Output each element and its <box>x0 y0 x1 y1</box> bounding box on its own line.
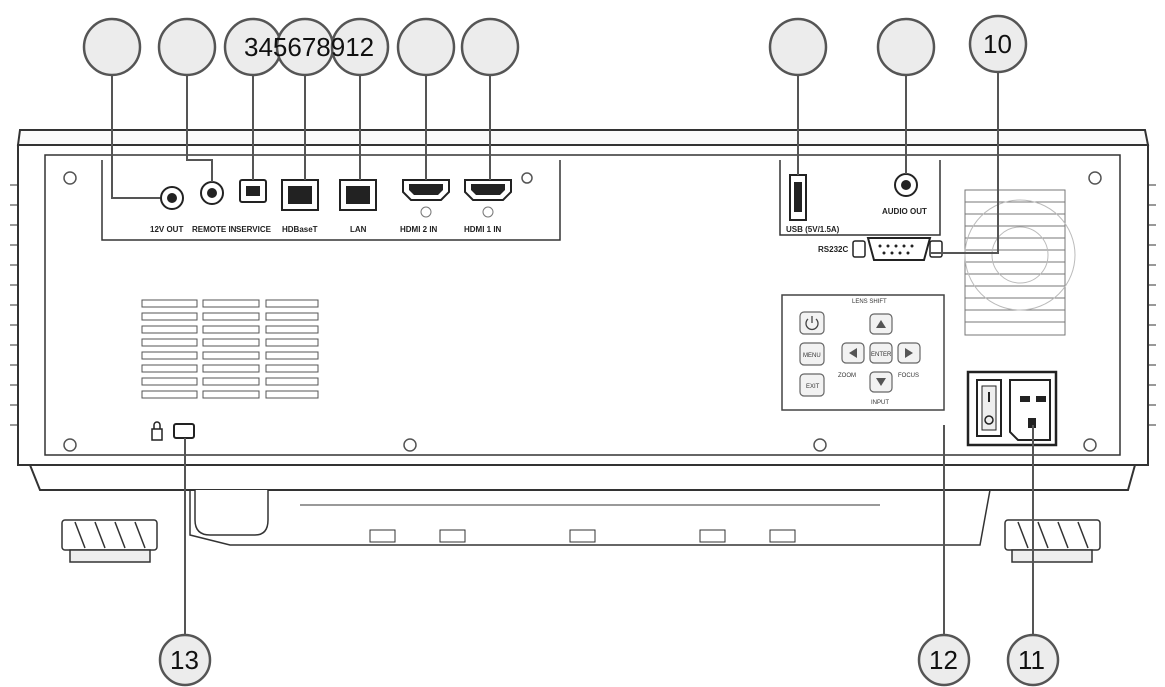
hdmi-1-label: HDMI 1 IN <box>464 225 502 234</box>
service-label: SERVICE <box>236 225 272 234</box>
enter-button[interactable]: ENTER <box>869 342 893 364</box>
foot-left <box>61 519 158 563</box>
remote-in-port[interactable] <box>200 181 224 205</box>
hdbaset-label: HDBaseT <box>282 225 318 234</box>
up-button[interactable] <box>869 313 893 335</box>
vent-slot <box>141 325 198 334</box>
zoom-label: ZOOM <box>838 373 856 379</box>
hdmi-1-port[interactable] <box>464 179 512 218</box>
usb-port[interactable] <box>789 174 807 221</box>
arrow-left-icon <box>849 348 857 358</box>
hdmi-2-port[interactable] <box>402 179 450 218</box>
power-inlet-module <box>966 370 1058 447</box>
callout-13: 13 <box>170 645 199 675</box>
vent-slot <box>141 351 198 360</box>
vent-slot <box>265 364 319 373</box>
fan-vent-right <box>964 189 1076 336</box>
12v-out-port[interactable] <box>160 186 184 210</box>
menu-button[interactable]: MENU <box>799 342 825 366</box>
exit-button[interactable]: EXIT <box>799 373 825 397</box>
vent-slot <box>141 338 198 347</box>
vent-slot <box>265 299 319 308</box>
power-icon <box>805 316 819 331</box>
vent-grille-left <box>141 299 319 399</box>
service-port[interactable] <box>239 179 267 203</box>
audio-out-label: AUDIO OUT <box>882 207 927 216</box>
arrow-down-icon <box>876 378 886 386</box>
vent-slot <box>265 325 319 334</box>
vent-slot <box>202 390 260 399</box>
usb-label: USB (5V/1.5A) <box>786 225 840 234</box>
vent-slot <box>202 338 260 347</box>
vent-slot <box>141 312 198 321</box>
vent-slot <box>202 325 260 334</box>
vent-slot <box>202 312 260 321</box>
remote-in-label: REMOTE IN <box>192 225 237 234</box>
vent-slot <box>202 351 260 360</box>
vent-slot <box>202 299 260 308</box>
center-foot <box>194 490 269 536</box>
vent-slot <box>265 338 319 347</box>
enter-label: ENTER <box>871 352 892 358</box>
right-button[interactable] <box>897 342 921 364</box>
left-button[interactable] <box>841 342 865 364</box>
control-keypad: LENS SHIFT MENU EXIT ENTER <box>781 294 945 411</box>
arrow-right-icon <box>905 348 913 358</box>
leader-lines <box>111 70 1034 640</box>
audio-out-port[interactable] <box>894 173 918 197</box>
vent-slot <box>202 377 260 386</box>
lan-port[interactable] <box>339 179 377 211</box>
vent-slot <box>265 390 319 399</box>
io-panel-frame <box>101 160 941 241</box>
ac-power-inlet[interactable] <box>1009 379 1051 441</box>
callout-12: 12 <box>929 645 958 675</box>
vent-slot <box>141 390 198 399</box>
arrow-up-icon <box>876 320 886 328</box>
down-button[interactable] <box>869 371 893 393</box>
lock-icon <box>151 421 163 441</box>
callout-11: 11 <box>1018 645 1045 675</box>
vent-slot <box>141 364 198 373</box>
lan-label: LAN <box>350 225 367 234</box>
vent-slot <box>141 377 198 386</box>
vent-slot <box>141 299 198 308</box>
callout-10: 10 <box>983 29 1012 59</box>
vent-slot <box>265 312 319 321</box>
input-label: INPUT <box>871 400 889 406</box>
focus-label: FOCUS <box>898 373 919 379</box>
power-button[interactable] <box>799 311 825 335</box>
foot-right <box>1004 519 1101 563</box>
12v-out-label: 12V OUT <box>150 225 183 234</box>
screw-icon <box>63 171 1102 452</box>
hdbaset-port[interactable] <box>281 179 319 211</box>
vent-slot <box>265 377 319 386</box>
hdmi-2-label: HDMI 2 IN <box>400 225 438 234</box>
rs232-label: RS232C <box>818 245 848 254</box>
vent-slot <box>202 364 260 373</box>
vent-slot <box>265 351 319 360</box>
power-switch[interactable] <box>976 379 1002 437</box>
callout-circles <box>82 14 1060 687</box>
menu-label: MENU <box>803 353 821 359</box>
callout-overlap-3-to-12: 345678912 <box>244 32 374 62</box>
keypad-title: LENS SHIFT <box>852 299 887 305</box>
exit-label: EXIT <box>806 384 820 390</box>
